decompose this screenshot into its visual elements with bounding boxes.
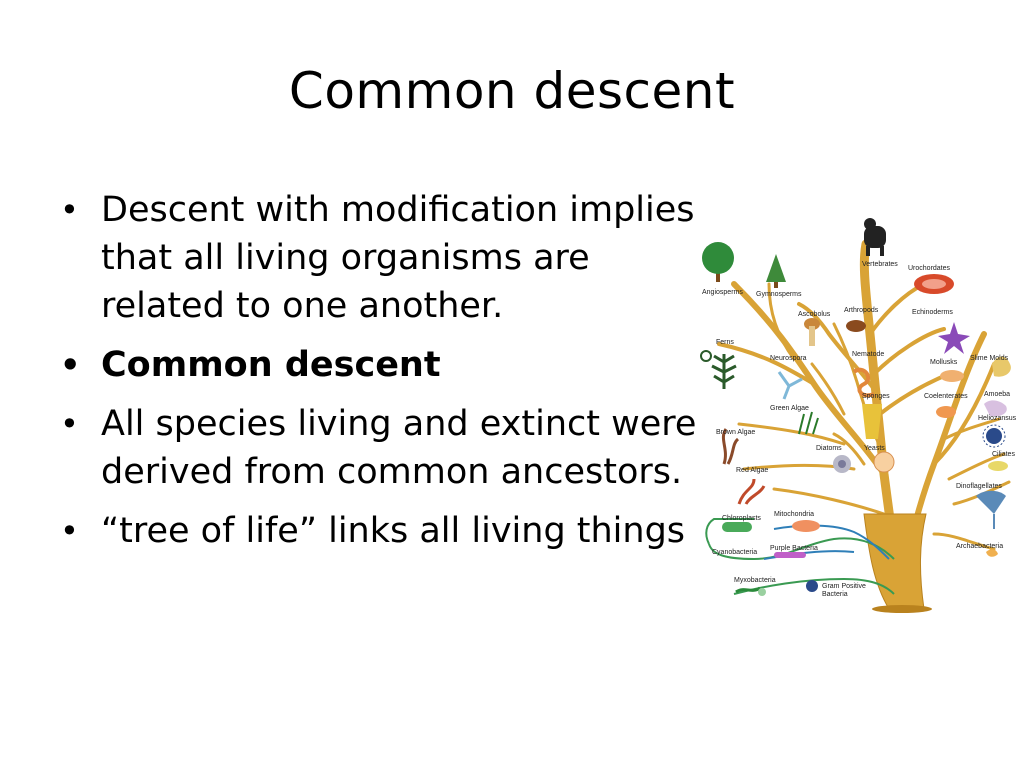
bullet-dot: • [60,405,79,443]
label-yeasts: Yeasts [864,445,885,452]
label-urochordates: Urochordates [908,265,951,272]
label-diatoms: Diatoms [816,445,842,452]
bullet-list: • Descent with modification implies that… [60,186,700,566]
amoeba-icon [984,400,1007,417]
archaebacteria-icon [986,549,998,557]
arthropod-icon [846,320,866,332]
label-brown-algae: Brown Algae [716,429,755,436]
label-neurospora: Neurospora [770,355,807,362]
label-coelenterates: Coelenterates [924,393,968,400]
tree-of-life-figure: Vertebrates Urochordates Angiosperms Gym… [694,214,1024,618]
bullet-item-4: • “tree of life” links all living things [60,507,700,555]
urochordate-icon [914,274,954,294]
coelenterate-icon [936,406,956,418]
label-mollusks: Mollusks [930,359,958,366]
label-green-algae: Green Algae [770,405,809,412]
label-dinoflagellates: Dinoflagellates [956,483,1002,490]
heliozoan-icon [982,424,1006,448]
label-arthropods: Arthropods [844,307,879,314]
organism-icons [700,218,1011,596]
purple-bacteria-icon [774,552,806,558]
starfish-icon [938,322,970,354]
bullet-text: Descent with modification implies that a… [101,190,695,326]
bullet-text: Common descent [101,345,441,385]
bullet-item-1: • Descent with modification implies that… [60,186,700,330]
tree-labels: Vertebrates Urochordates Angiosperms Gym… [702,261,1017,598]
yeast-icon [873,451,895,473]
ciliate-icon [988,461,1008,471]
label-echinoderms: Echinoderms [912,309,953,316]
label-myxobacteria: Myxobacteria [734,577,776,584]
label-heliozansus: Heliozansus [978,415,1017,422]
slime-mold-icon [992,356,1011,377]
bullet-item-3: • All species living and extinct were de… [60,400,700,496]
label-ferns: Ferns [716,339,734,346]
fern-icon [700,350,737,389]
label-ciliates: Ciliates [992,451,1015,458]
gram-positive-icon [806,580,818,592]
mollusk-icon [940,370,964,382]
label-purple-bacteria: Purple Bacteria [770,545,818,552]
bullet-dot: • [60,346,81,384]
slide-title: Common descent [288,62,736,120]
bullet-dot: • [60,512,79,550]
label-chloroplasts: Chloroplasts [722,515,761,522]
label-ascobolus: Ascobolus [798,311,831,318]
nematode-icon [852,367,875,398]
mushroom-icon [804,318,820,346]
dinoflagellate-icon [976,490,1006,529]
tree-trunk [863,513,927,610]
poodle-icon [864,218,886,256]
label-mitochondria: Mitochondria [774,511,814,518]
label-gymnosperms: Gymnosperms [756,291,802,298]
green-algae-icon [798,411,819,435]
bullet-item-2: • Common descent [60,341,700,389]
chloroplast-icon [722,522,752,532]
label-cyanobacteria: Cyanobacteria [712,549,757,556]
bullet-text: All species living and extinct were deri… [101,404,697,492]
label-slime-molds: Slime Molds [970,355,1009,362]
label-gram-positive-bacteria: Bacteria [822,591,848,598]
mitochondria-icon [792,520,820,532]
label-gram-positive: Gram Positive [822,583,866,590]
diatom-icon [833,455,851,473]
conifer-icon [766,254,786,288]
bullet-text: “tree of life” links all living things [101,511,686,551]
tree-of-life-illustration: Vertebrates Urochordates Angiosperms Gym… [700,218,1017,613]
bullet-dot: • [60,191,79,229]
label-archaebacteria: Archaebacteria [956,543,1003,550]
tree-icon [702,242,734,282]
label-angiosperms: Angiosperms [702,289,743,296]
label-amoeba: Amoeba [984,391,1010,398]
label-nematode: Nematode [852,351,884,358]
label-sponges: Sponges [862,393,890,400]
neurospora-icon [777,371,803,400]
label-red-algae: Red Algae [736,467,768,474]
sponge-icon [862,404,882,439]
label-vertebrates: Vertebrates [862,261,898,268]
myxobacteria-icon [735,586,766,596]
red-algae-icon [737,478,766,505]
tree-root [872,605,932,613]
brown-algae-icon [721,428,740,465]
